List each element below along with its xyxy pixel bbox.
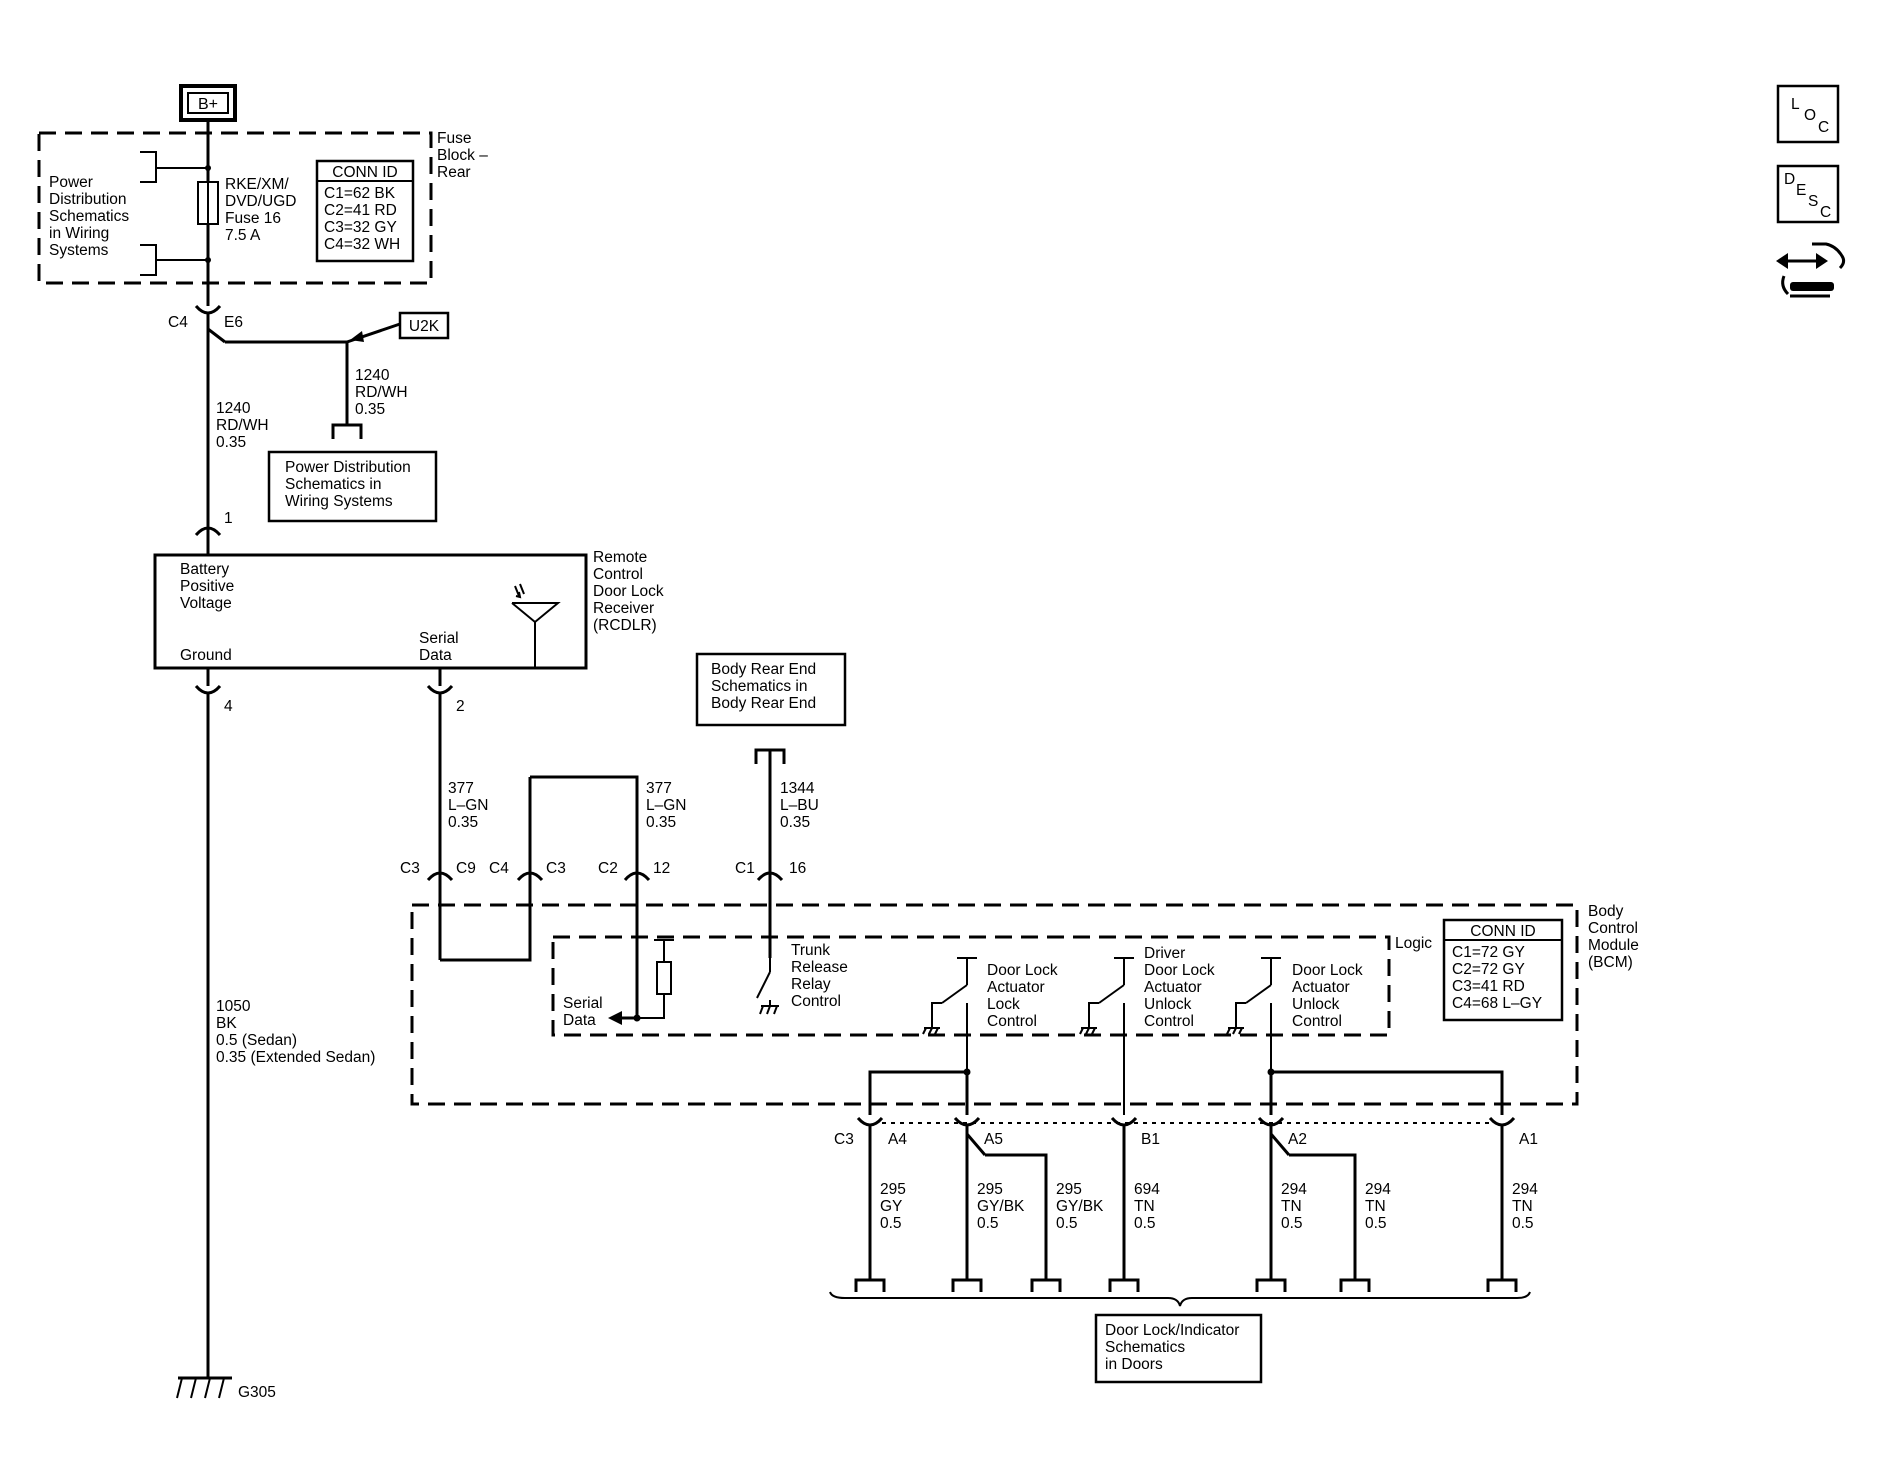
conn-c4-label: C4 <box>489 860 509 877</box>
driver-unlock-switch-icon <box>1079 957 1134 1115</box>
rcdlr-pin-2: 2 <box>456 698 465 715</box>
svg-text:C: C <box>1818 119 1829 136</box>
pin-12-label: 12 <box>653 860 670 877</box>
fuse-16-label: RKE/XM/ DVD/UGD Fuse 16 7.5 A <box>225 176 301 244</box>
svg-text:C: C <box>1820 204 1831 221</box>
pin-b1-label: B1 <box>1141 1131 1160 1148</box>
trunk-release-relay-label: Trunk Release Relay Control <box>791 942 852 1010</box>
conn-c1-label: C1 <box>735 860 755 877</box>
pin-16-label: 16 <box>789 860 806 877</box>
svg-text:U2K: U2K <box>409 318 440 335</box>
rcdlr-pin-1: 1 <box>224 510 233 527</box>
door-schematics-brace <box>829 1291 1531 1307</box>
connector-views-icon[interactable] <box>1776 242 1846 298</box>
svg-text:Body Rear End Schematics: Body Rear End Schematics in Body Rear En… <box>711 661 820 712</box>
serial-data-input-label: Serial Data <box>563 995 607 1029</box>
lock-control-switch-icon <box>922 957 977 1075</box>
antenna-icon <box>511 583 561 668</box>
main-wire-1240-label: 1240 RD/WH 0.35 <box>216 400 273 451</box>
wire-694-tn-label: 694 TN 0.5 <box>1134 1181 1164 1232</box>
svg-text:CONN ID: CONN ID <box>332 164 397 181</box>
fuse-block-conn-id: CONN ID C1=62 BK C2=41 RD C3=32 GY C4=32… <box>315 159 415 263</box>
svg-text:C1=72 GY C2=72 GY: C1=72 GY C2=72 GY C3=41 RD C4=68 L–GY <box>1452 944 1542 1012</box>
wire-294-tn-b-label: 294 TN 0.5 <box>1365 1181 1395 1232</box>
wire-295-gy-label: 295 GY 0.5 <box>880 1181 910 1232</box>
conn-c3-a-label: C3 <box>400 860 420 877</box>
lock-control-label: Door Lock Actuator Lock Control <box>987 962 1062 1030</box>
power-dist-left-label: Power Distribution Schematics in Wiring … <box>49 174 133 259</box>
svg-text:CONN ID: CONN ID <box>1470 923 1535 940</box>
pin-a1-label: A1 <box>1519 1131 1538 1148</box>
conn-c9-label: C9 <box>456 860 476 877</box>
desc-icon[interactable]: D E S C <box>1776 164 1840 224</box>
wire-294-tn-c-label: 294 TN 0.5 <box>1512 1181 1542 1232</box>
serial-data-pin-label: Serial Data <box>419 630 463 664</box>
wire-294-tn-a-label: 294 TN 0.5 <box>1281 1181 1311 1232</box>
bcm-module <box>410 903 1579 1106</box>
b-plus-terminal: B+ <box>179 84 237 122</box>
conn-c3-b-label: C3 <box>546 860 566 877</box>
bcm-logic-block <box>551 935 1391 1037</box>
branch-wire-1240-label: 1240 RD/WH 0.35 <box>355 367 412 418</box>
unlock-control-switch-icon <box>1226 957 1281 1075</box>
unlock-control-label: Door Lock Actuator Unlock Control <box>1292 962 1367 1030</box>
fuse-block-rear <box>37 131 433 285</box>
bcm-conn-id: CONN ID C1=72 GY C2=72 GY C3=41 RD C4=68… <box>1442 918 1564 1022</box>
ground-wire-1050-label: 1050 BK 0.5 (Sedan) 0.35 (Extended Sedan… <box>216 998 375 1066</box>
rcdlr-name-label: Remote Control Door Lock Receiver (RCDLR… <box>593 549 668 634</box>
door-lock-indicator-box: Door Lock/Indicator Schematics in Doors <box>1094 1313 1263 1384</box>
pull-up-resistor-icon <box>637 939 674 1019</box>
trunk-wire-1344-label: 1344 L–BU 0.35 <box>780 780 823 831</box>
conn-c2-label: C2 <box>598 860 618 877</box>
svg-text:S: S <box>1808 193 1818 210</box>
wire-295-gybk-b-label: 295 GY/BK 0.5 <box>1056 1181 1108 1232</box>
u2k-reference: U2K <box>398 311 450 340</box>
rcdlr-module <box>153 553 588 670</box>
svg-text:Door Lock/Indicator Sche: Door Lock/Indicator Schematics in Doors <box>1105 1322 1244 1373</box>
serial-wire-377-b-label: 377 L–GN 0.35 <box>646 780 691 831</box>
fuse-block-label: Fuse Block – Rear <box>437 130 492 181</box>
pin-a2-label: A2 <box>1288 1131 1307 1148</box>
power-distribution-box: Power Distribution Schematics in Wiring … <box>267 450 438 523</box>
wire-295-gybk-a-label: 295 GY/BK 0.5 <box>977 1181 1029 1232</box>
ground-pin-label: Ground <box>180 647 232 664</box>
serial-wire-377-label: 377 L–GN 0.35 <box>448 780 493 831</box>
svg-text:O: O <box>1804 107 1816 124</box>
ground-id-label: G305 <box>238 1384 276 1401</box>
trunk-release-switch-icon <box>756 958 779 1015</box>
loc-icon[interactable]: L O C <box>1776 84 1840 144</box>
svg-text:L: L <box>1791 96 1800 113</box>
ground-g305-icon <box>176 1376 232 1399</box>
logic-label: Logic <box>1395 935 1432 952</box>
svg-text:D: D <box>1784 171 1795 188</box>
rcdlr-pin-4: 4 <box>224 698 233 715</box>
connector-c4-label: C4 <box>168 314 188 331</box>
pin-a5-label: A5 <box>984 1131 1003 1148</box>
battery-positive-voltage-label: Battery Positive Voltage <box>180 561 239 612</box>
svg-text:Power Distribution Schem: Power Distribution Schematics in Wiring … <box>285 459 415 510</box>
bcm-name-label: Body Control Module (BCM) <box>1588 903 1643 971</box>
body-rear-end-box: Body Rear End Schematics in Body Rear En… <box>695 652 847 727</box>
svg-text:E: E <box>1796 182 1806 199</box>
svg-text:C1=62 BK C2=41 RD: C1=62 BK C2=41 RD C3=32 GY C4=32 WH <box>324 185 401 253</box>
pin-e6-label: E6 <box>224 314 243 331</box>
b-plus-label: B+ <box>198 96 218 113</box>
driver-unlock-control-label: Driver Door Lock Actuator Unlock Control <box>1144 945 1219 1030</box>
bottom-conn-c3-label: C3 <box>834 1131 854 1148</box>
pin-a4-label: A4 <box>888 1131 907 1148</box>
